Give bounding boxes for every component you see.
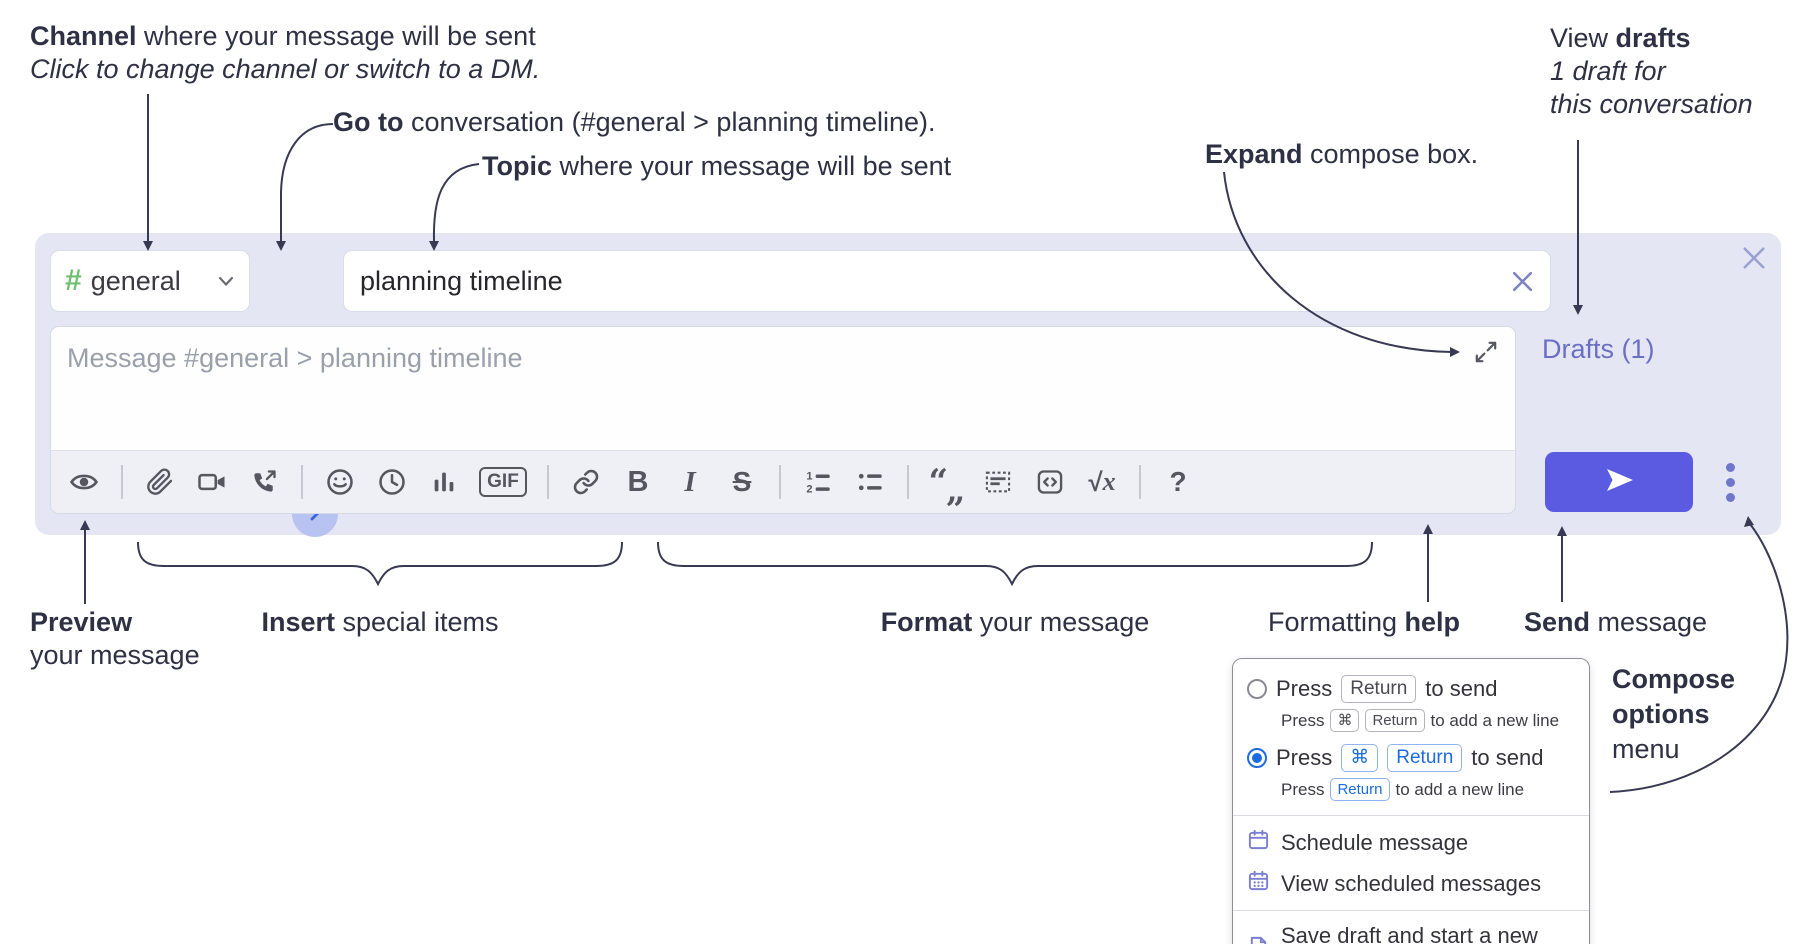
close-compose-icon[interactable] [1736, 240, 1772, 276]
radio-unselected[interactable] [1247, 679, 1267, 699]
compose-options-menu: Press Return to send Press ⌘ Return to a… [1232, 658, 1590, 944]
annotation-channel: Channel where your message will be sent … [30, 21, 541, 84]
annotation-topic: Topic where your message will be sent [482, 151, 952, 181]
cmd-key: ⌘ [1330, 709, 1360, 732]
italic-icon[interactable]: I [684, 465, 696, 498]
annotation-goto: Go to conversation (#general > planning … [333, 107, 936, 137]
menu-option-cmd-enter-to-send[interactable]: Press ⌘ Return to send [1233, 740, 1589, 776]
draft-check-icon [1247, 935, 1270, 944]
toolbar-divider [907, 465, 909, 499]
toolbar-divider [779, 465, 781, 499]
toolbar-divider [301, 465, 303, 499]
brace-format [657, 541, 1373, 587]
compose-options-button[interactable] [1708, 452, 1752, 512]
code-icon[interactable] [1029, 459, 1071, 505]
radio-selected[interactable] [1247, 748, 1267, 768]
video-call-icon[interactable] [191, 459, 233, 505]
toolbar-divider [1139, 465, 1141, 499]
annotation-format: Format your message [880, 607, 1150, 637]
return-key: Return [1341, 675, 1417, 703]
annotation-view-drafts: View drafts 1 draft for this conversatio… [1550, 23, 1753, 119]
annotation-expand: Expand compose box. [1205, 139, 1479, 169]
channel-name: general [90, 265, 181, 296]
send-plane-icon [1601, 463, 1637, 502]
menu-divider [1233, 910, 1589, 911]
gif-icon[interactable]: GIF [475, 459, 531, 505]
brace-insert [137, 541, 623, 587]
cmd-key: ⌘ [1341, 744, 1379, 772]
bulleted-list-icon[interactable] [849, 459, 891, 505]
ellipsis-icon [1725, 462, 1735, 472]
preview-eye-icon[interactable] [63, 459, 105, 505]
chevron-down-icon [215, 270, 237, 292]
quote-icon[interactable]: “„ [928, 462, 965, 511]
topic-input[interactable]: planning timeline [343, 250, 1551, 312]
menu-option-enter-to-send[interactable]: Press Return to send [1233, 671, 1589, 707]
spoiler-icon[interactable] [977, 459, 1019, 505]
return-key: Return [1365, 709, 1425, 732]
svg-text:1: 1 [806, 471, 812, 483]
topic-value: planning timeline [360, 265, 563, 296]
menu-item-save-draft[interactable]: Save draft and start a new message [1233, 917, 1589, 944]
poll-icon[interactable] [423, 459, 465, 505]
bold-icon[interactable]: B [627, 465, 649, 498]
time-icon[interactable] [371, 459, 413, 505]
annotation-insert: Insert special items [261, 607, 499, 637]
menu-divider [1233, 815, 1589, 816]
menu-item-schedule-message[interactable]: Schedule message [1233, 822, 1589, 863]
link-icon[interactable] [565, 459, 607, 505]
annotation-preview: Preview your message [30, 607, 200, 670]
menu-item-view-scheduled[interactable]: View scheduled messages [1233, 863, 1589, 904]
arrow-topic [432, 163, 480, 243]
menu-option-enter-sub: Press ⌘ Return to add a new line [1233, 707, 1589, 740]
channel-selector[interactable]: # general [50, 250, 250, 312]
emoji-icon[interactable] [319, 459, 361, 505]
math-icon[interactable]: √x [1088, 466, 1116, 497]
calendar-grid-icon [1247, 869, 1270, 898]
message-card: Message #general > planning timeline [50, 326, 1516, 514]
clear-topic-icon[interactable] [1509, 268, 1536, 295]
attach-file-icon[interactable] [139, 459, 181, 505]
annotation-send: Send message [1524, 607, 1708, 637]
calendar-icon [1247, 828, 1270, 857]
channel-hash-icon: # [65, 264, 82, 297]
drafts-link[interactable]: Drafts (1) [1542, 334, 1655, 364]
message-placeholder: Message #general > planning timeline [67, 343, 523, 373]
menu-option-cmd-enter-sub: Press Return to add a new line [1233, 776, 1589, 809]
compose-box: # general planning timeline Message #gen… [35, 233, 1781, 537]
toolbar-divider [121, 465, 123, 499]
annotation-formatting-help: Formatting help [1268, 607, 1461, 637]
return-key: Return [1387, 744, 1463, 772]
audio-call-icon[interactable] [243, 459, 285, 505]
toolbar-divider [547, 465, 549, 499]
svg-text:2: 2 [806, 484, 812, 496]
send-button[interactable] [1545, 452, 1693, 512]
arrow-goto [280, 123, 334, 242]
expand-compose-icon[interactable] [1473, 339, 1499, 365]
strikethrough-icon[interactable]: S [732, 466, 752, 497]
annotation-compose-options: Compose options menu [1612, 664, 1736, 764]
formatting-help-icon[interactable]: ? [1169, 466, 1187, 497]
message-input[interactable]: Message #general > planning timeline [51, 327, 1515, 450]
return-key: Return [1330, 778, 1390, 801]
